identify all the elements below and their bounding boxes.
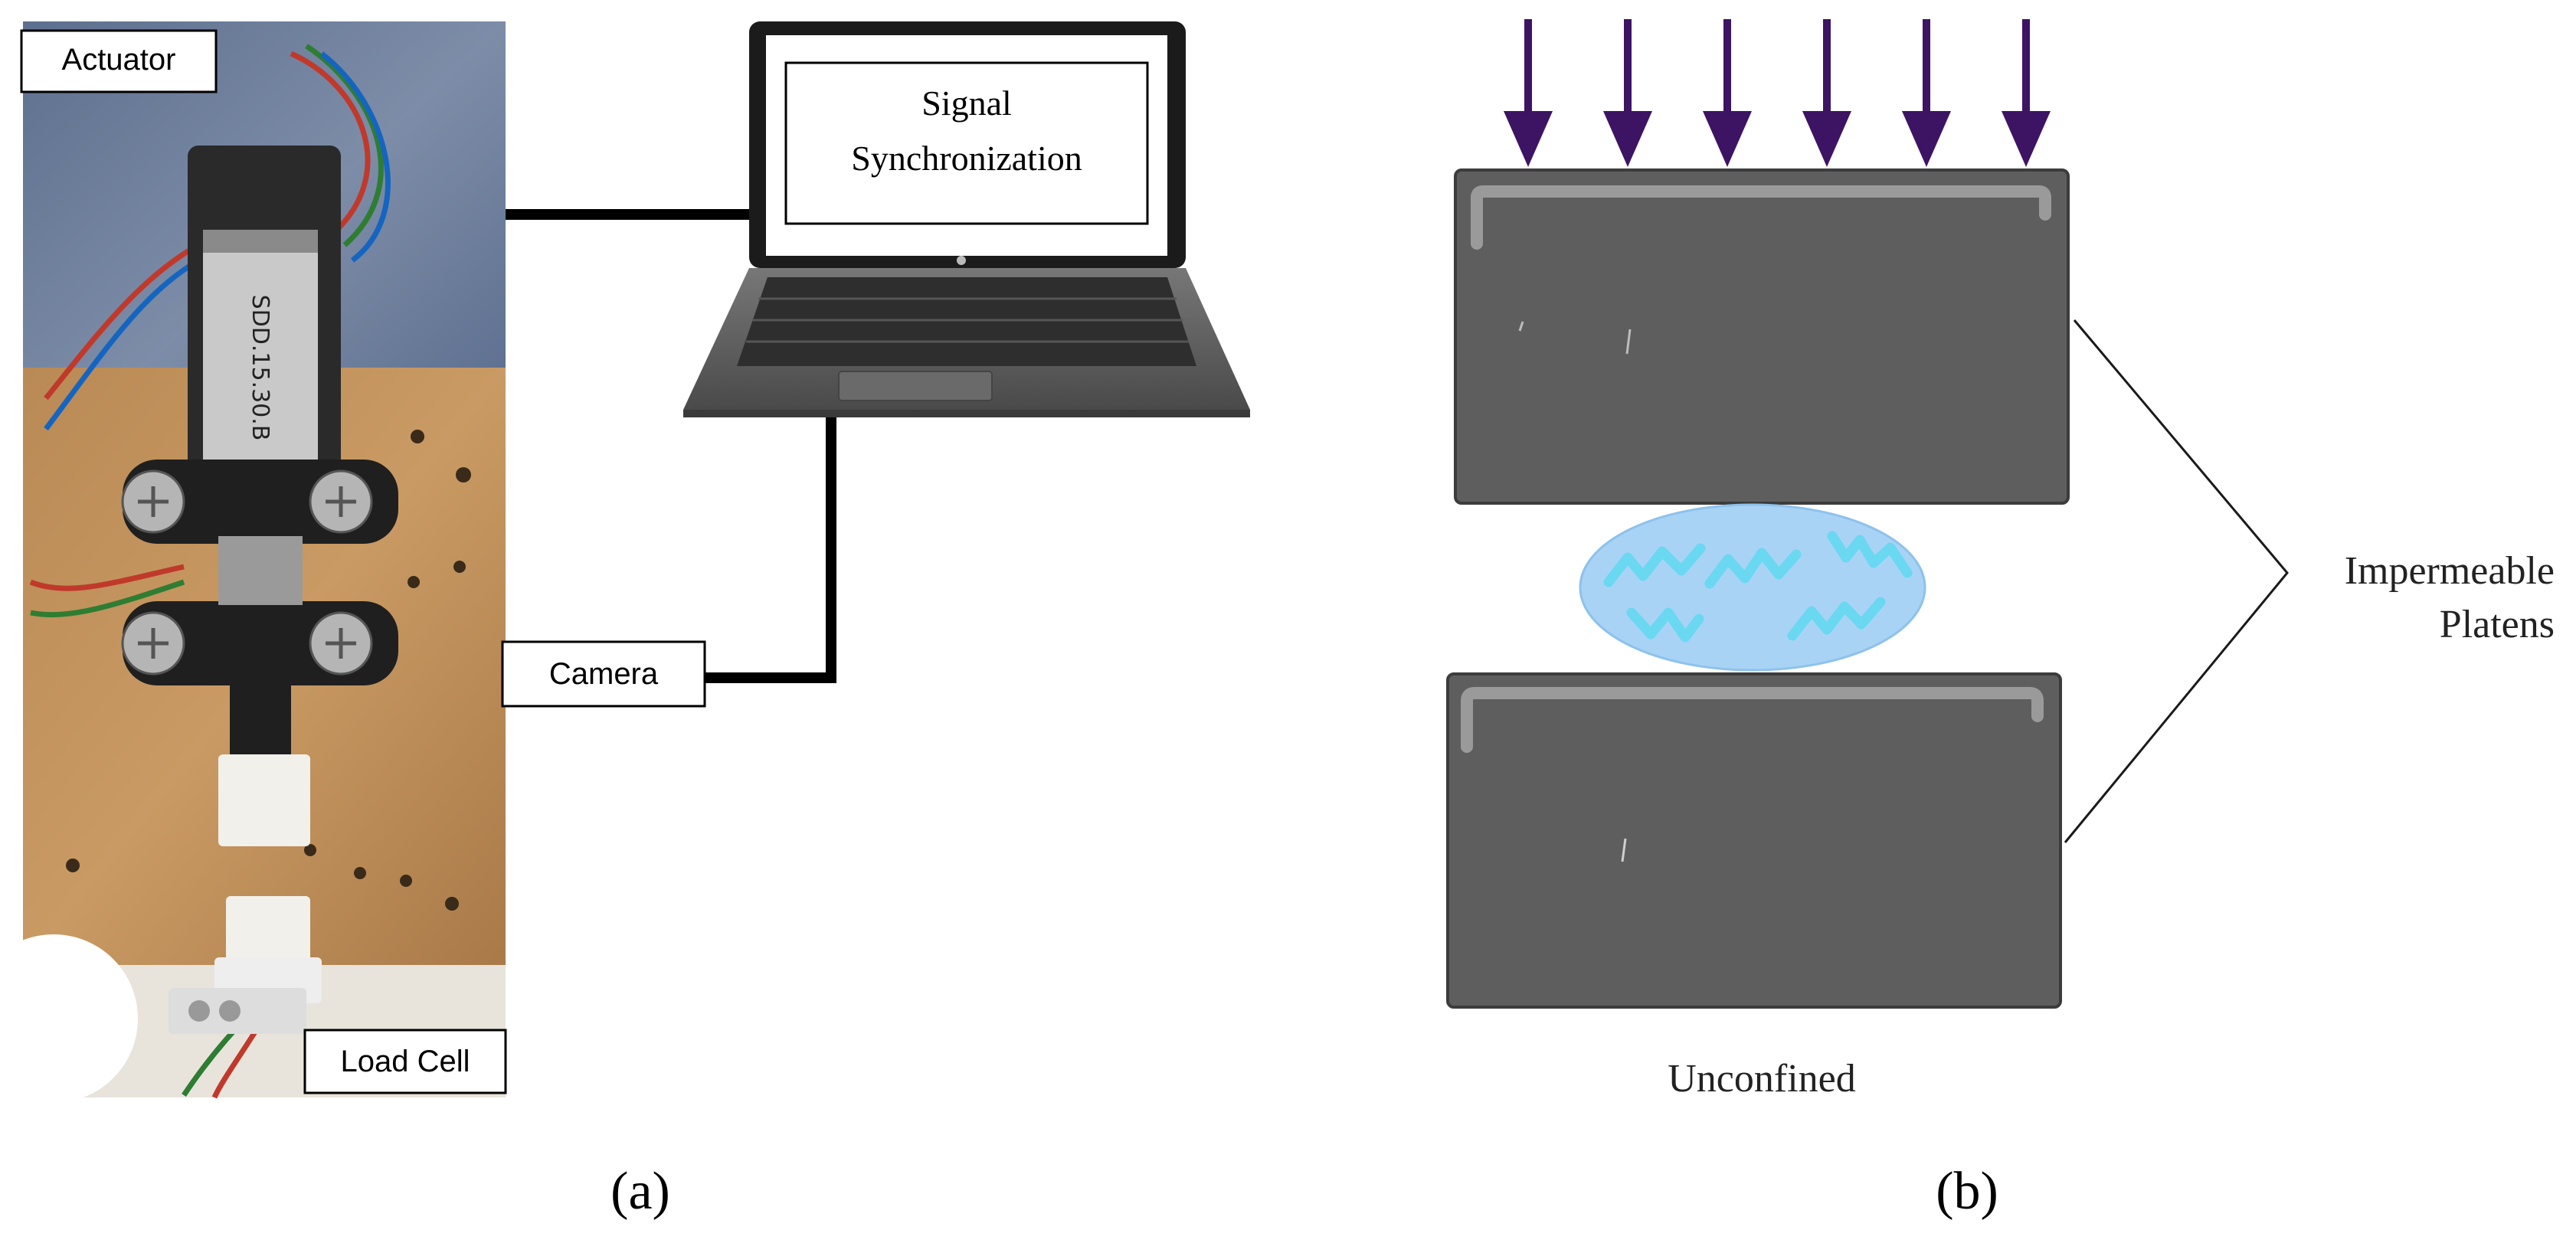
actuator-part-code: SDD.15.30.B [247,295,273,441]
load-arrows [1504,19,2051,167]
load-arrow [1603,19,1652,167]
platen-scratches [1518,321,1632,355]
load-arrow [2002,19,2051,167]
platen-bracket [2064,319,2289,843]
load-arrow [1802,19,1851,167]
load-arrow [1504,19,1553,167]
hydrogel-sample [1579,503,1926,672]
bottom-platen [1446,672,2062,1009]
unconfined-label: Unconfined [1668,1057,1855,1101]
fiber-squiggles [1603,531,1913,643]
panel-b: Impermeable Platens Unconfined (b) [1446,19,2555,1221]
actuator-label-box [20,29,218,93]
camera-label: Camera [549,657,659,691]
top-platen [1454,168,2070,505]
laptop-screen-box [784,61,1149,225]
load-arrow [1703,19,1752,167]
caption-a: (a) [610,1162,670,1221]
cable-camera [705,407,836,683]
caption-b: (b) [1936,1162,1998,1221]
impermeable-label-line2: Platens [2440,603,2555,646]
load-cell-label-box [303,1029,507,1094]
actuator-label: Actuator [62,43,176,77]
camera-label-box [501,640,706,708]
impermeable-label-line1: Impermeable [2345,549,2555,593]
laptop-screen-line2: Synchronization [851,139,1082,178]
load-cell-label: Load Cell [340,1045,470,1078]
panel-a: SDD.15.30.B Actuator [0,21,1250,1221]
actuator-rig-photo: SDD.15.30.B [0,21,506,1103]
laptop-screen-line1: Signal [921,83,1012,123]
load-arrow [1902,19,1951,167]
